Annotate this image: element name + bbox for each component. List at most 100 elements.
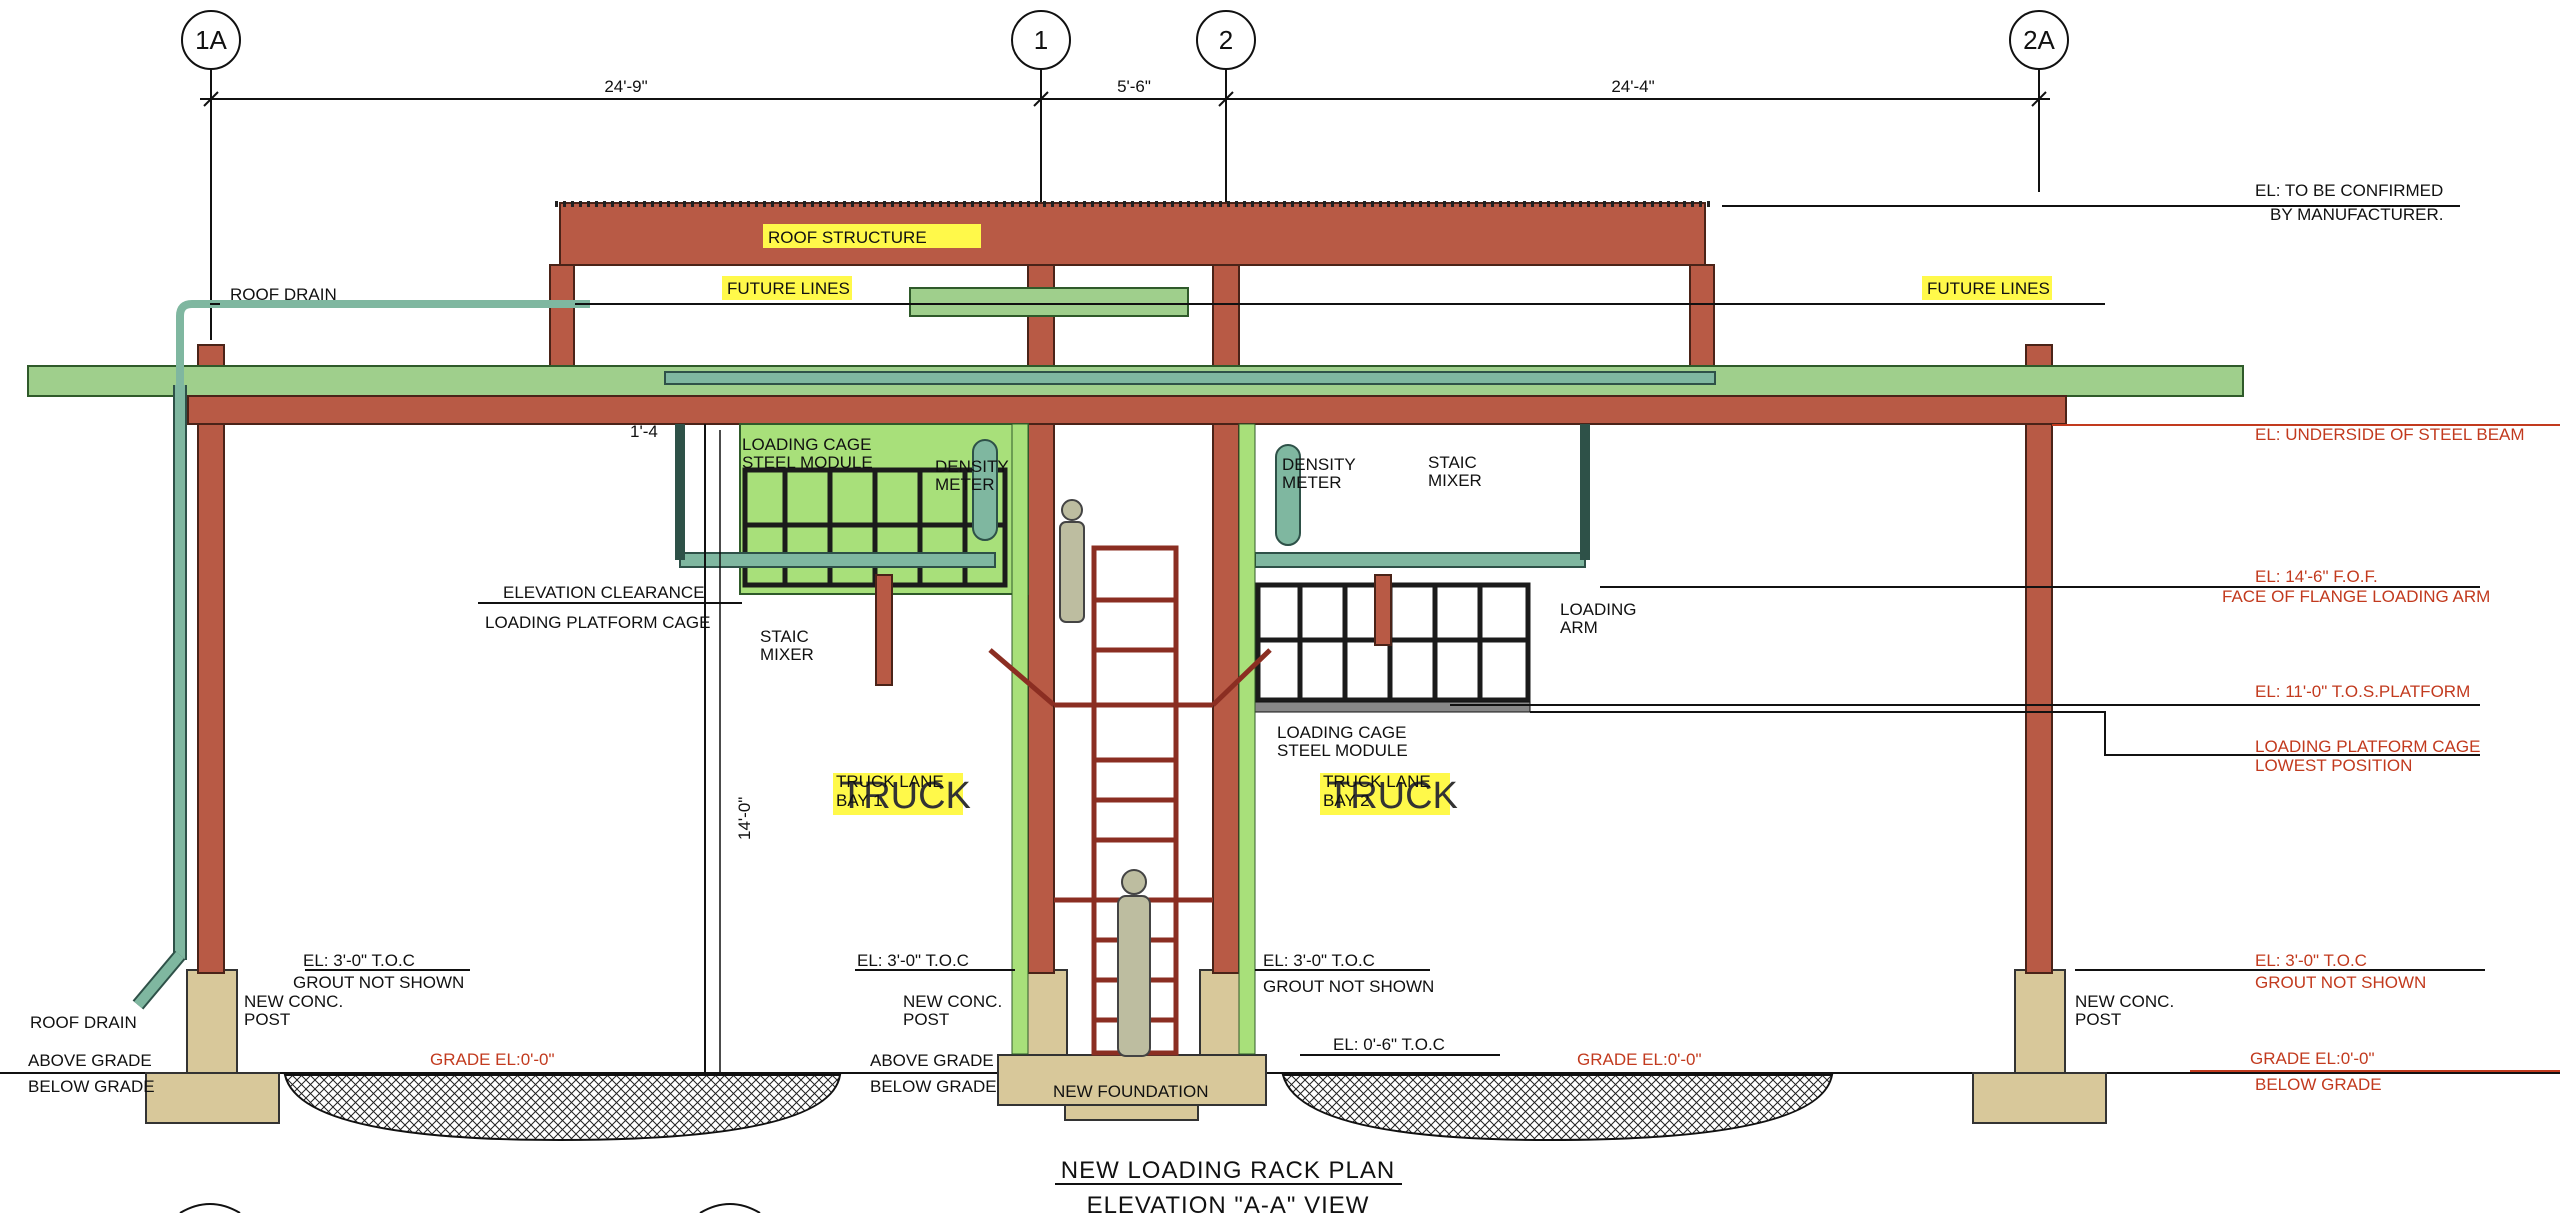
new-conc-right-1: NEW CONC.	[2075, 992, 2174, 1011]
lpc-lowest-1: LOADING PLATFORM CAGE	[2255, 737, 2480, 756]
column-1a	[197, 344, 225, 974]
title-line1: NEW LOADING RACK PLAN	[1061, 1157, 1395, 1184]
density-meter-right	[1275, 444, 1301, 546]
new-conc-right-2: POST	[2075, 1010, 2121, 1029]
top-dimension-string: 24'-9" 5'-6" 24'-4"	[200, 77, 2050, 107]
below-grade-right: BELOW GRADE	[2255, 1075, 2382, 1094]
footing-2a	[1972, 1072, 2107, 1124]
roof-structure-label: ROOF STRUCTURE	[768, 228, 927, 247]
grade-left: GRADE EL:0'-0"	[430, 1050, 555, 1069]
figure-lower	[1117, 869, 1151, 1057]
future-lines-right-label: FUTURE LINES	[1927, 279, 2050, 298]
red-labels: GRADE EL:0'-0" GRADE EL:0'-0" EL: UNDERS…	[430, 425, 2525, 1094]
loading-cage-left-2: STEEL MODULE	[742, 453, 873, 472]
el-toc-mid2: EL: 3'-0" T.O.C	[1263, 951, 1375, 970]
below-grade-mid: BELOW GRADE	[870, 1077, 997, 1096]
density-right-2: METER	[1282, 473, 1342, 492]
new-conc-mid-1: NEW CONC.	[903, 992, 1002, 1011]
dim-1a-1: 24'-9"	[604, 77, 647, 96]
density-meter-left	[972, 439, 998, 541]
gridline-1-label: 1	[1034, 25, 1048, 55]
roof-structure	[555, 201, 1712, 266]
el-confirm-1: EL: TO BE CONFIRMED	[2255, 181, 2443, 200]
el-toc-mid: EL: 3'-0" T.O.C	[857, 951, 969, 970]
leader-lines	[305, 205, 2560, 1073]
new-conc-left-2: POST	[244, 1010, 290, 1029]
loading-arm-2: ARM	[1560, 618, 1598, 637]
staic-mixer-left	[875, 574, 893, 686]
grout-mid2: GROUT NOT SHOWN	[1263, 977, 1434, 996]
gridline-1a-label: 1A	[195, 25, 227, 55]
gridline-2a: 2A	[2009, 10, 2069, 192]
above-grade-left: ABOVE GRADE	[28, 1051, 152, 1070]
footing-1a	[145, 1072, 280, 1124]
el-toc-left: EL: 3'-0" T.O.C	[303, 951, 415, 970]
underside-beam: EL: UNDERSIDE OF STEEL BEAM	[2255, 425, 2525, 444]
el-11-0: EL: 11'-0" T.O.S.PLATFORM	[2255, 682, 2470, 701]
highlight-labels: ROOF STRUCTURE FUTURE LINES FUTURE LINES…	[722, 224, 2052, 817]
truck-lane-left-2: BAY 1	[836, 791, 883, 810]
grade-right: GRADE EL:0'-0"	[2250, 1049, 2375, 1068]
new-conc-left-1: NEW CONC.	[244, 992, 343, 1011]
hatched-soil-right	[1281, 1074, 1834, 1142]
future-lines-left-label: FUTURE LINES	[727, 279, 850, 298]
gridline-1a: 1A	[181, 10, 241, 340]
el-toc-right: EL: 3'-0" T.O.C	[2255, 951, 2367, 970]
truck-lane-right-1: TRUCK LANE	[1323, 772, 1431, 791]
hatched-soil-left	[283, 1074, 842, 1142]
black-labels: ROOF DRAIN ROOF DRAIN 1'-4 LOADING CAGE …	[28, 181, 2444, 1101]
roof-drain-top-label: ROOF DRAIN	[230, 285, 337, 304]
grout-left: GROUT NOT SHOWN	[293, 973, 464, 992]
lpc-lowest-2: LOWEST POSITION	[2255, 756, 2412, 775]
loading-cage-right-2: STEEL MODULE	[1277, 741, 1408, 760]
grout-right: GROUT NOT SHOWN	[2255, 973, 2426, 992]
truck-left-label: TRUCK	[840, 775, 971, 817]
loading-cage-left-1: LOADING CAGE	[742, 435, 871, 454]
stair-tower	[988, 423, 1272, 1057]
pipe-rack	[27, 287, 2244, 1010]
column-2a	[2025, 344, 2053, 974]
staic-mixer-left-1: STAIC	[760, 627, 809, 646]
density-left-2: METER	[935, 475, 995, 494]
figure-upper	[1059, 499, 1085, 623]
title-line2: ELEVATION "A-A" VIEW	[1087, 1192, 1370, 1213]
below-grade-left: BELOW GRADE	[28, 1077, 155, 1096]
el-14-6: EL: 14'-6" F.O.F.	[2255, 567, 2378, 586]
conc-post-2a	[2014, 969, 2066, 1076]
el-06-toc: EL: 0'-6" T.O.C	[1333, 1035, 1445, 1054]
ground	[0, 1072, 2560, 1142]
new-foundation-label: NEW FOUNDATION	[1053, 1082, 1209, 1101]
staic-mixer-right	[1374, 574, 1392, 646]
dim-small: 1'-4	[630, 422, 658, 441]
dim-1-2: 5'-6"	[1117, 77, 1151, 96]
above-grade-mid: ABOVE GRADE	[870, 1051, 994, 1070]
staic-mixer-left-2: MIXER	[760, 645, 814, 664]
loading-cage-right-1: LOADING CAGE	[1277, 723, 1406, 742]
roof-drain-bottom-label: ROOF DRAIN	[30, 1013, 137, 1032]
loading-arm-1: LOADING	[1560, 600, 1637, 619]
truck-lane-right-2: BAY 2	[1323, 791, 1370, 810]
loading-cage-right	[1254, 552, 1586, 713]
gridline-2a-label: 2A	[2023, 25, 2055, 55]
truck-right-label: TRUCK	[1327, 775, 1458, 817]
future-pipe	[909, 287, 1189, 317]
section-bubbles-partial	[179, 1203, 761, 1213]
density-right-1: DENSITY	[1282, 455, 1356, 474]
dim-2-2a: 24'-4"	[1611, 77, 1654, 96]
staic-mixer-right-1: STAIC	[1428, 453, 1477, 472]
conc-post-1a	[186, 969, 238, 1076]
grade-mid: GRADE EL:0'-0"	[1577, 1050, 1702, 1069]
drawing-title: NEW LOADING RACK PLAN ELEVATION "A-A" VI…	[179, 1157, 1402, 1213]
equipment	[675, 424, 1590, 686]
el-confirm-2: BY MANUFACTURER.	[2270, 205, 2444, 224]
truck-lane-left-1: TRUCK LANE	[836, 772, 944, 791]
density-left-1: DENSITY	[935, 457, 1009, 476]
new-conc-mid-2: POST	[903, 1010, 949, 1029]
gridline-2-label: 2	[1219, 25, 1233, 55]
foundation-key	[1064, 1104, 1199, 1121]
loading-platform-cage-label: LOADING PLATFORM CAGE	[485, 613, 710, 632]
dim-vertical-clear: 14'-0"	[735, 797, 754, 840]
elevation-clearance-label: ELEVATION CLEARANCE	[503, 583, 705, 602]
staic-mixer-right-2: MIXER	[1428, 471, 1482, 490]
